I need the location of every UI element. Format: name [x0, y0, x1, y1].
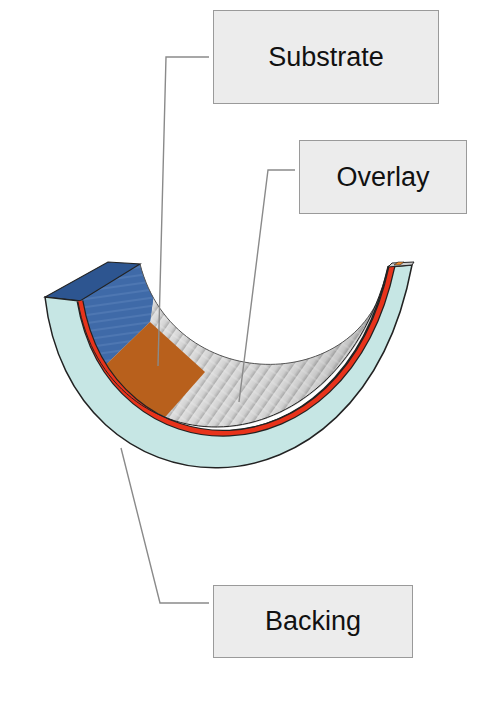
leader-line [158, 57, 209, 366]
callout-box: Overlay [299, 140, 467, 214]
backing-layer [45, 265, 412, 468]
callout-label: Backing [265, 606, 361, 637]
leader-line [121, 448, 209, 603]
callout-label: Overlay [336, 162, 429, 193]
substrate-layer [80, 266, 392, 433]
inner-surface [40, 250, 420, 500]
callout-box: Substrate [213, 10, 439, 104]
callout-label: Substrate [268, 42, 384, 73]
leader-line [239, 170, 295, 402]
callout-box: Backing [213, 585, 413, 658]
